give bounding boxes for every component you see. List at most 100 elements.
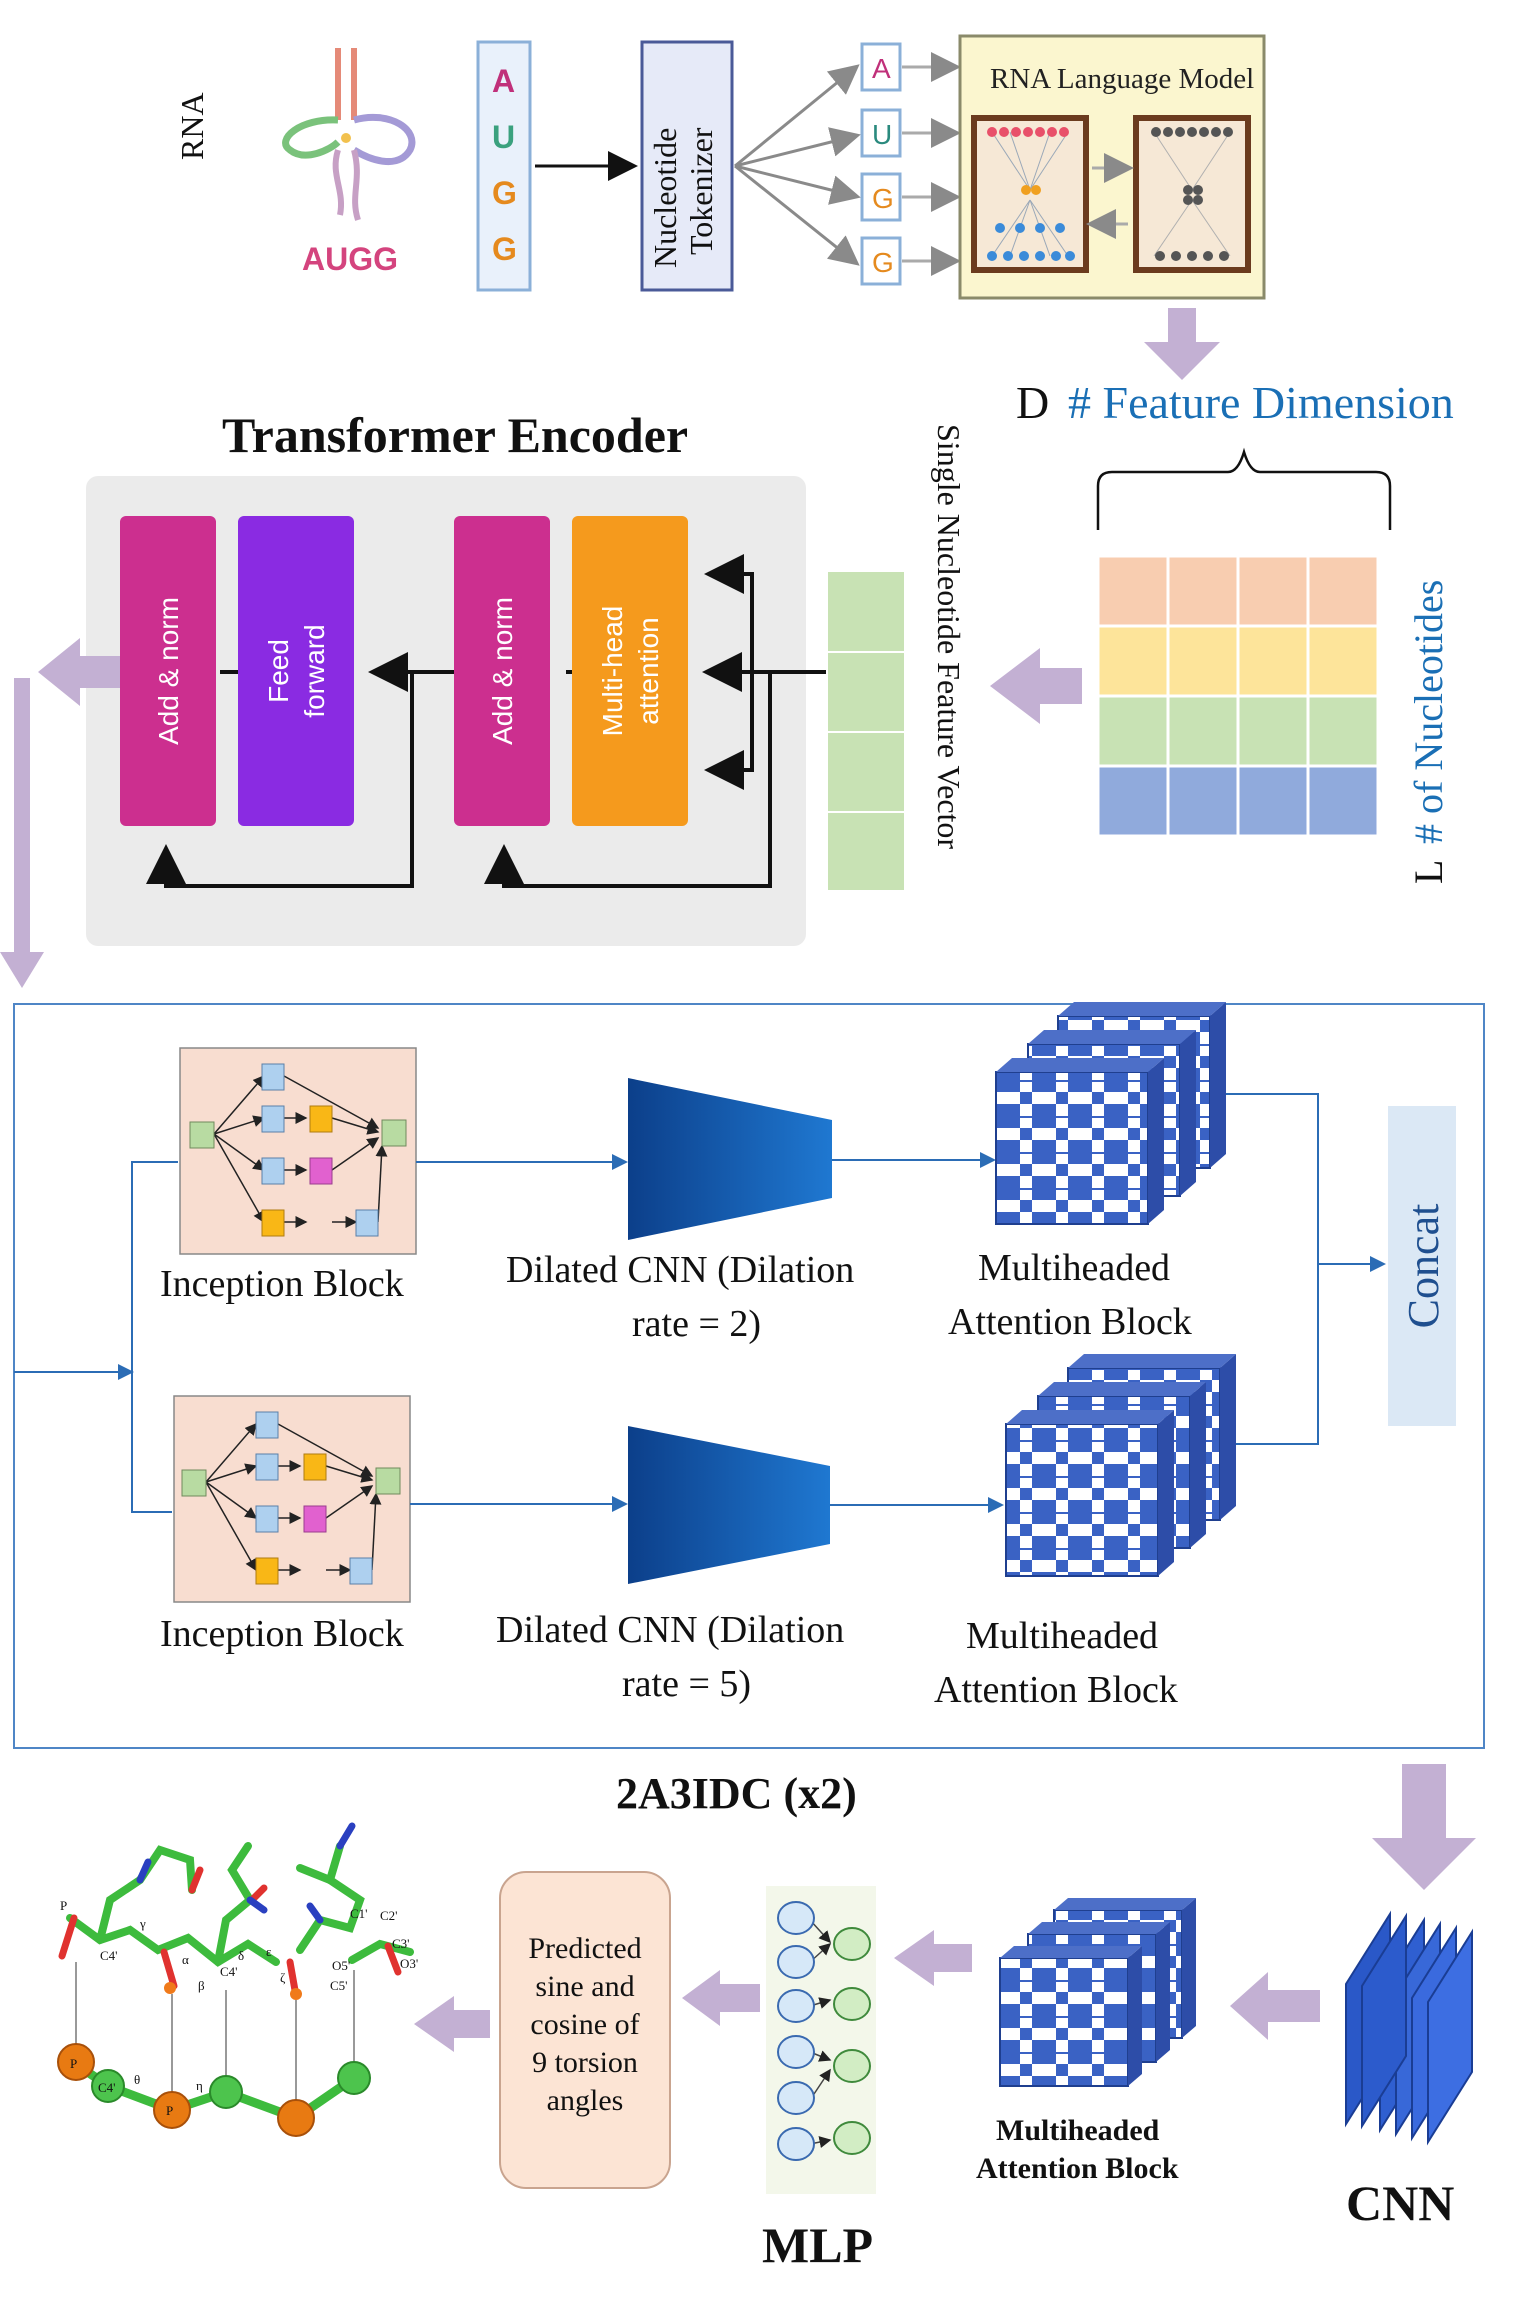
tokenizer-box — [640, 40, 734, 292]
lm-decoder-panel — [1133, 115, 1251, 273]
svg-text:cosine of: cosine of — [530, 2008, 639, 2041]
token-u: U — [872, 119, 892, 150]
token-g1: G — [872, 183, 894, 214]
dilated-cnn-1 — [628, 1078, 832, 1240]
attention-label-1b: Attention Block — [948, 1301, 1192, 1343]
inception-block-2 — [173, 1395, 411, 1603]
concat-label: Concat — [1399, 1204, 1448, 1329]
svg-text:C4': C4' — [98, 2080, 116, 2095]
arrow-down-right — [1372, 1764, 1476, 1890]
inception-label-2: Inception Block — [160, 1613, 404, 1655]
svg-text:9 torsion: 9 torsion — [532, 2046, 638, 2079]
mha-label-1: Multi-head — [597, 606, 628, 737]
rna-label: RNA — [174, 92, 210, 160]
attention-label-2a: Multiheaded — [966, 1615, 1158, 1657]
svg-text:sine and: sine and — [535, 1970, 634, 2003]
add-norm-block-2 — [454, 516, 550, 826]
attention-label-3a: Multiheaded — [996, 2114, 1160, 2147]
lm-network-right — [1153, 131, 1231, 257]
sequence-box — [476, 40, 532, 292]
cnn-layers — [1345, 1910, 1473, 2146]
feature-vector-label: Single Nucleotide Feature Vector — [931, 424, 967, 849]
svg-text:ε: ε — [266, 1944, 272, 1959]
svg-text:C5': C5' — [330, 1978, 348, 1993]
encoder-title: Transformer Encoder — [222, 407, 688, 463]
language-model-title: RNA Language Model — [990, 63, 1254, 95]
mlp-nodes — [777, 1901, 815, 2161]
attention-label-2b: Attention Block — [934, 1669, 1178, 1711]
arrow-left-grid — [990, 648, 1082, 724]
encoder-arrows — [146, 554, 826, 888]
dilated-cnn-label-2b: rate = 5) — [622, 1663, 751, 1705]
feature-dim-label: # Feature Dimension — [1068, 377, 1454, 428]
tokenizer-label: Nucleotide — [647, 128, 683, 268]
svg-text:C1': C1' — [350, 1906, 368, 1921]
svg-text:Predicted: Predicted — [528, 1932, 641, 1965]
sequence-letter-a: A — [492, 63, 515, 99]
svg-text:angles: angles — [547, 2084, 624, 2117]
sequence-letter-g2: G — [492, 231, 517, 267]
mlp-label: MLP — [762, 2217, 873, 2273]
token-list: A U G G — [860, 42, 902, 286]
add-norm-block-1 — [120, 516, 216, 826]
feed-forward-label-2: forward — [299, 624, 330, 717]
svg-text:C3': C3' — [392, 1936, 410, 1951]
attention-stack-2 — [1005, 1354, 1236, 1577]
output-text: Predicted sine and cosine of 9 torsion a… — [528, 1932, 641, 2117]
rna-backbone-structure — [57, 1822, 414, 2137]
mlp-output-nodes — [833, 1927, 871, 2155]
tokenizer-label-2: Tokenizer — [683, 127, 719, 255]
svg-text:O3': O3' — [400, 1956, 418, 1971]
module-title: 2A3IDC (x2) — [616, 1769, 857, 1818]
feature-dim-prefix: D — [1016, 377, 1049, 428]
token-a: A — [872, 53, 891, 84]
lm-nodes-left — [987, 127, 1075, 261]
arrow-left-encoder — [38, 638, 120, 706]
attention-label-3b: Attention Block — [976, 2152, 1179, 2185]
concat-block — [1388, 1106, 1456, 1426]
dilated-cnn-2 — [628, 1426, 830, 1584]
svg-text:θ: θ — [134, 2072, 140, 2087]
arrow-down-left — [0, 678, 44, 988]
sequence-letter-g1: G — [492, 175, 517, 211]
feature-brace — [1096, 447, 1392, 530]
attention-label-1a: Multiheaded — [978, 1247, 1170, 1289]
module-input-lines — [14, 1161, 178, 1513]
arrow-left-attention — [894, 1930, 972, 1986]
feature-vector — [828, 572, 904, 890]
svg-text:P: P — [70, 2056, 77, 2071]
output-box — [499, 1871, 671, 2189]
dilated-cnn-label-1a: Dilated CNN (Dilation — [506, 1249, 854, 1291]
svg-text:C2': C2' — [380, 1908, 398, 1923]
add-norm-label-1: Add & norm — [153, 597, 184, 745]
svg-text:η: η — [196, 2078, 203, 2093]
svg-text:C4': C4' — [220, 1964, 238, 1979]
rna-structure-icon — [282, 48, 416, 221]
merge-lines — [1226, 1093, 1386, 1445]
feed-forward-block — [238, 516, 354, 826]
nucleotides-prefix: L — [1406, 860, 1451, 884]
dilated-cnn-label-1b: rate = 2) — [632, 1303, 761, 1345]
add-norm-label-2: Add & norm — [487, 597, 518, 745]
svg-text:P: P — [60, 1898, 67, 1913]
nucleotides-label: # of Nucleotides — [1406, 580, 1451, 844]
svg-text:γ: γ — [139, 1916, 146, 1931]
inception-block-1 — [179, 1047, 417, 1255]
svg-text:O5': O5' — [332, 1958, 350, 1973]
arrow-left-mlp — [682, 1970, 760, 2026]
lm-encoder-panel — [971, 115, 1089, 273]
dilated-cnn-label-2a: Dilated CNN (Dilation — [496, 1609, 844, 1651]
module-frame — [13, 1003, 1485, 1749]
multi-head-attention-block — [572, 516, 688, 826]
svg-text:δ: δ — [238, 1948, 244, 1963]
lm-nodes-right — [1151, 127, 1233, 261]
attention-stack-3 — [999, 1898, 1196, 2087]
embedding-grid — [1096, 554, 1380, 838]
svg-text:α: α — [182, 1952, 189, 1967]
attention-stack-1 — [995, 1002, 1226, 1225]
svg-text:P: P — [166, 2103, 173, 2118]
arrow-left-cnn — [1230, 1972, 1320, 2040]
structure-labels: P P P C4' C4' C4' C1' C2' C3' O5' C5' O3… — [60, 1898, 418, 2118]
feed-forward-label: Feed — [263, 639, 294, 703]
